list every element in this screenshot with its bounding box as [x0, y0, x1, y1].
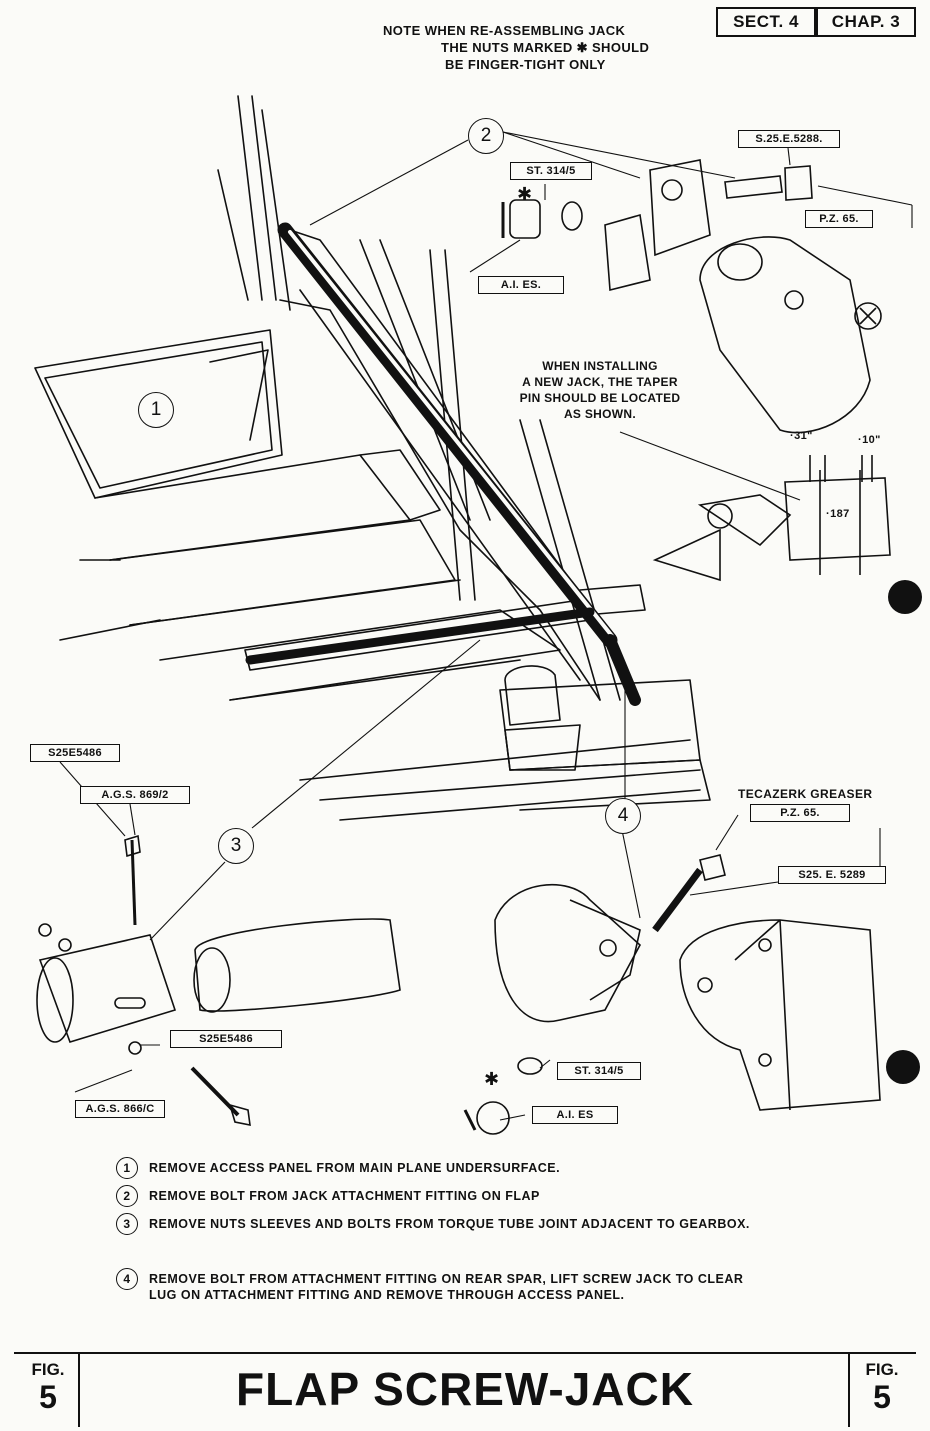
- step-1-number: 1: [116, 1157, 138, 1179]
- taper-pin-note: WHEN INSTALLING A NEW JACK, THE TAPER PI…: [505, 358, 695, 422]
- step-3-number: 3: [116, 1213, 138, 1235]
- label-st3145-top: ST. 314/5: [510, 162, 592, 180]
- fig-box-left: FIG. 5: [18, 1352, 78, 1422]
- fig-box-right: FIG. 5: [852, 1352, 912, 1422]
- label-s25e5288: S.25.E.5288.: [738, 130, 840, 148]
- callout-3: 3: [218, 828, 254, 864]
- callout-1: 1: [138, 392, 174, 428]
- greaser-title: TECAZERK GREASER: [738, 787, 873, 801]
- fig-number-left: 5: [39, 1379, 57, 1415]
- label-s25e5486-b: S25E5486: [170, 1030, 282, 1048]
- dimension-187: ·187: [826, 508, 850, 520]
- install-line-2: A NEW JACK, THE TAPER: [522, 375, 678, 389]
- footer-rule: [14, 1352, 916, 1354]
- step-4-number: 4: [116, 1268, 138, 1290]
- label-aies-bottom: A.I. ES: [532, 1106, 618, 1124]
- callout-4: 4: [605, 798, 641, 834]
- fig-number-right: 5: [873, 1379, 891, 1415]
- svg-text:✱: ✱: [484, 1069, 499, 1090]
- label-s25e5289: S25. E. 5289: [778, 866, 886, 884]
- fig-label-left: FIG.: [31, 1360, 65, 1379]
- dimension-31: ·31": [790, 430, 813, 442]
- label-pz65-bottom: P.Z. 65.: [750, 804, 850, 822]
- step-2-text: REMOVE BOLT FROM JACK ATTACHMENT FITTING…: [149, 1189, 540, 1203]
- svg-text:✱: ✱: [517, 184, 532, 205]
- binder-hole-lower: [886, 1050, 920, 1084]
- dimension-10: ·10": [858, 434, 881, 446]
- label-ags866c: A.G.S. 866/C: [75, 1100, 165, 1118]
- binder-hole-upper: [888, 580, 922, 614]
- step-3-text: REMOVE NUTS SLEEVES AND BOLTS FROM TORQU…: [149, 1217, 750, 1231]
- footer-divider-left: [78, 1352, 80, 1427]
- label-ags8692: A.G.S. 869/2: [80, 786, 190, 804]
- section-box: SECT. 4: [716, 7, 816, 37]
- figure-title: FLAP SCREW-JACK: [236, 1363, 694, 1415]
- note-line-2: THE NUTS MARKED ✱ SHOULD: [441, 40, 650, 55]
- install-line-1: WHEN INSTALLING: [542, 359, 658, 373]
- reassembly-note: NOTE WHEN RE-ASSEMBLING JACK THE NUTS MA…: [383, 22, 649, 73]
- step-4-text: REMOVE BOLT FROM ATTACHMENT FITTING ON R…: [149, 1272, 744, 1286]
- fig-label-right: FIG.: [865, 1360, 899, 1379]
- chapter-box: CHAP. 3: [816, 7, 916, 37]
- label-st3145-bottom: ST. 314/5: [557, 1062, 641, 1080]
- install-line-4: AS SHOWN.: [563, 407, 637, 421]
- step-1-text: REMOVE ACCESS PANEL FROM MAIN PLANE UNDE…: [149, 1161, 561, 1175]
- footer-divider-right: [848, 1352, 850, 1427]
- note-line-1: NOTE WHEN RE-ASSEMBLING JACK: [383, 23, 626, 38]
- install-line-3: PIN SHOULD BE LOCATED: [519, 391, 681, 405]
- callout-2: 2: [468, 118, 504, 154]
- label-s25e5486-a: S25E5486: [30, 744, 120, 762]
- label-aies-top: A.I. ES.: [478, 276, 564, 294]
- label-pz65-top: P.Z. 65.: [805, 210, 873, 228]
- step-2-number: 2: [116, 1185, 138, 1207]
- step-4-text-cont: LUG ON ATTACHMENT FITTING AND REMOVE THR…: [149, 1288, 625, 1302]
- note-line-3: BE FINGER-TIGHT ONLY: [445, 57, 606, 72]
